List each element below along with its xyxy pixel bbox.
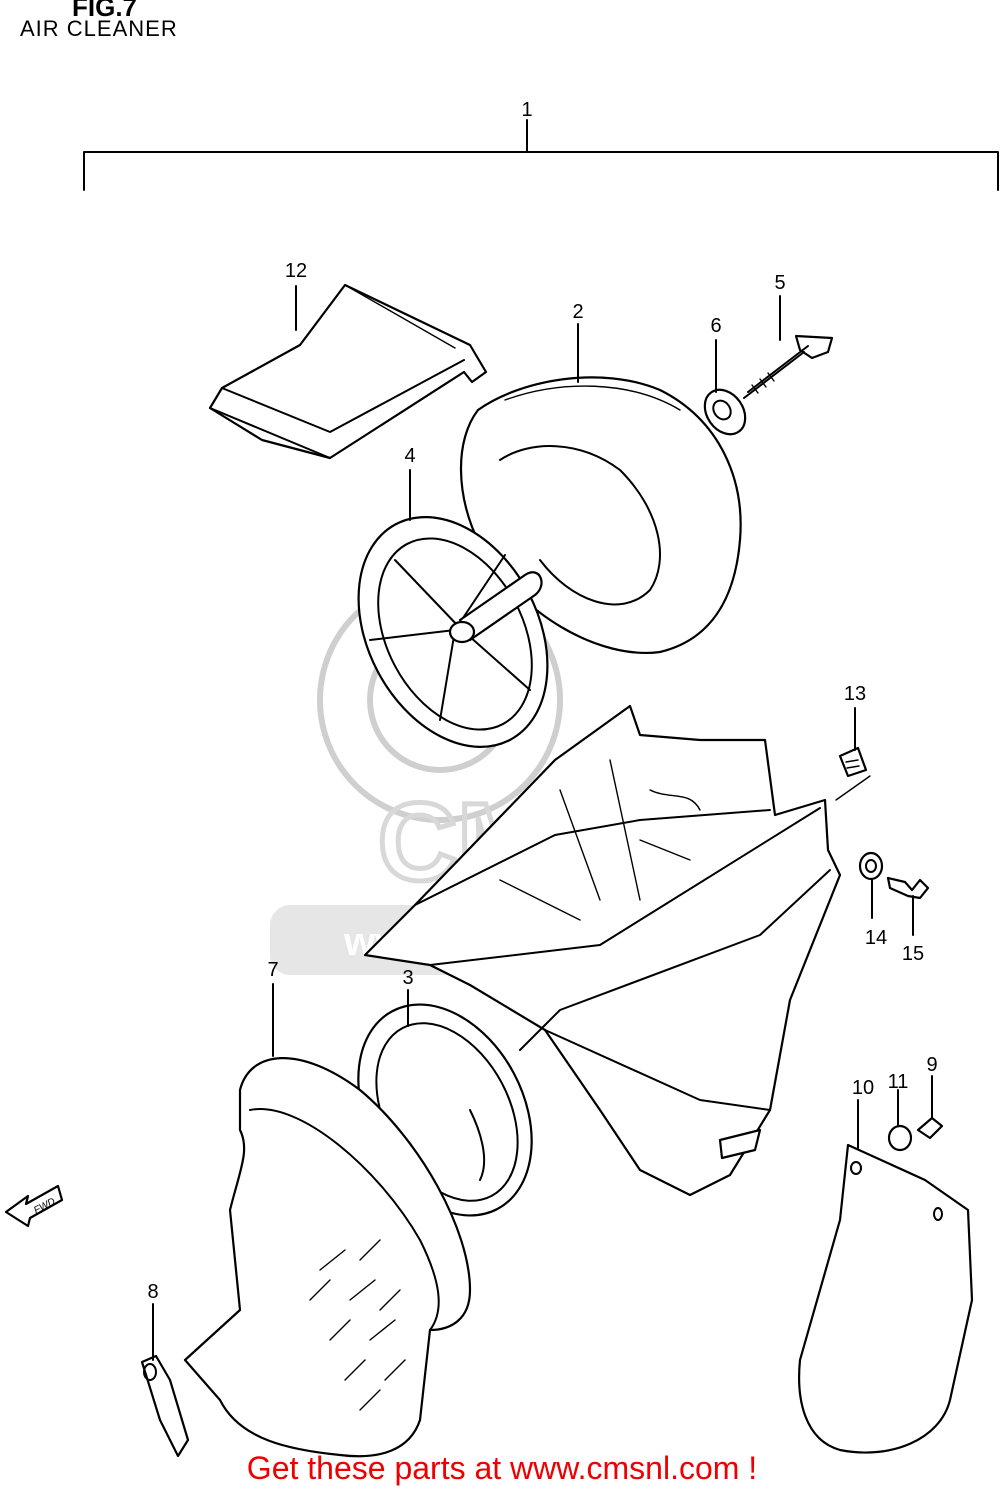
callout-10: 10 (852, 1077, 874, 1099)
callout-2: 2 (572, 301, 583, 323)
forward-arrow-icon: FWD (4, 1184, 64, 1228)
part-9-screw (916, 1116, 944, 1140)
callout-14: 14 (865, 927, 887, 949)
air-cleaner-case (363, 704, 842, 1197)
callout-12: 12 (285, 260, 307, 282)
part-10-side-cover (798, 1143, 974, 1454)
part-8-clamp (140, 1354, 190, 1458)
part-7-intake-boot (183, 1057, 472, 1458)
callout-1: 1 (521, 99, 532, 121)
part-4-filter-cage (357, 516, 549, 748)
figure-subtitle: AIR CLEANER (20, 16, 178, 41)
callout-15: 15 (902, 943, 924, 965)
callout-labels: 1 12 2 5 6 4 13 14 15 3 7 8 10 11 9 (147, 99, 937, 1303)
callout-13: 13 (844, 683, 866, 705)
part-5-wing-bolt (743, 334, 834, 399)
footer-cta[interactable]: Get these parts at www.cmsnl.com ! (246, 1450, 758, 1486)
part-12-cover (208, 283, 488, 460)
part-11-nut (887, 1124, 913, 1152)
callout-8: 8 (147, 1281, 158, 1303)
part-15-bolt (886, 876, 930, 900)
callout-3: 3 (402, 967, 413, 989)
part-14-grommet (858, 851, 884, 881)
callout-11: 11 (888, 1071, 909, 1093)
leader-lines (152, 285, 933, 1361)
callout-7: 7 (267, 959, 278, 981)
callout-4: 4 (404, 445, 415, 467)
part-13-clip (835, 746, 871, 801)
callout-9: 9 (926, 1054, 937, 1076)
figure-title: FIG.7 (72, 0, 138, 22)
assembly-bracket (83, 119, 999, 191)
callout-6: 6 (710, 315, 721, 337)
callout-5: 5 (774, 272, 785, 294)
part-6-washer (703, 388, 747, 436)
